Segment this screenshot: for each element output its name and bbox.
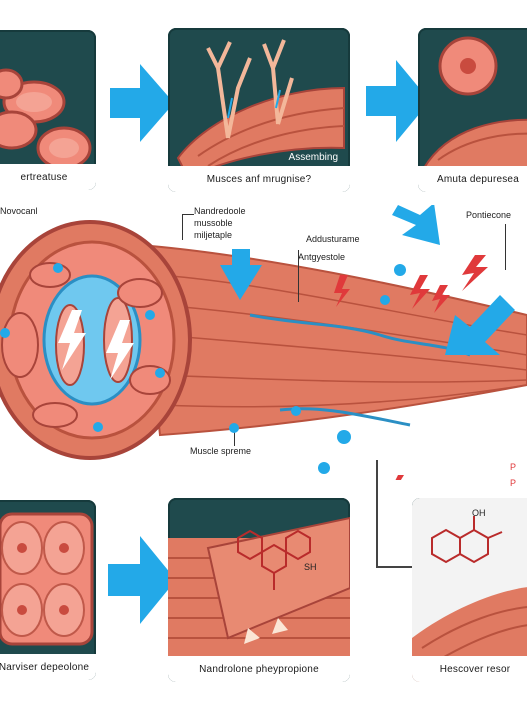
panel-bottom-left: Narviser depeolone bbox=[0, 500, 96, 680]
label-mussoble: mussoble bbox=[194, 218, 233, 228]
label-p-upper: P bbox=[510, 462, 517, 472]
arrow-right-icon bbox=[110, 64, 174, 142]
chem-label-sh: SH bbox=[304, 562, 317, 572]
caption-top-left: ertreatuse bbox=[0, 164, 96, 190]
panel-top-middle: Assembing Musces anf mrugnise? bbox=[168, 28, 350, 192]
caption-bottom-middle: Nandrolone pheypropione bbox=[168, 656, 350, 682]
muscle-nerve-fibers bbox=[176, 39, 345, 180]
label-pontiecone: Pontiecone bbox=[466, 210, 512, 220]
panel-bottom-middle: SH Nandrolone pheypropione bbox=[168, 498, 350, 682]
muscle-cross-section-grid bbox=[0, 512, 94, 646]
leader-line bbox=[298, 250, 299, 302]
label-addusturame: Addusturame bbox=[306, 234, 360, 244]
chem-label-oh: OH bbox=[472, 508, 486, 518]
caption-top-middle: Musces anf mrugnise? bbox=[168, 166, 350, 192]
connector-line bbox=[376, 460, 378, 568]
molecule-and-muscle bbox=[412, 498, 527, 682]
label-p-lower: P bbox=[510, 478, 517, 488]
label-muscle-spreme: Muscle spreme bbox=[190, 446, 252, 456]
caption-bottom-left: Narviser depeolone bbox=[0, 654, 96, 680]
caption-bottom-right: Hescover resor bbox=[412, 656, 527, 682]
muscle-fibers-with-molecule bbox=[168, 516, 350, 658]
label-miljetaple: miljetaple bbox=[194, 230, 233, 240]
panel-bottom-right: OH Hescover resor bbox=[412, 498, 527, 682]
leader-line bbox=[234, 428, 235, 446]
connector-line bbox=[376, 566, 412, 568]
leader-line bbox=[182, 214, 183, 240]
panel-top-right: Amuta depuresea bbox=[418, 28, 527, 192]
label-antgyestole: Antgyestole bbox=[298, 252, 346, 262]
label-novocanl: Novocanl bbox=[0, 206, 38, 216]
panel-label-assembling: Assembing bbox=[288, 152, 338, 163]
label-nandredoole: Nandredoole bbox=[194, 206, 246, 216]
muscle-cell-and-fibers bbox=[422, 36, 527, 169]
panel-top-left: ertreatuse bbox=[0, 30, 96, 190]
pointer-dot-icon bbox=[229, 423, 239, 433]
caption-top-right: Amuta depuresea bbox=[418, 166, 527, 192]
arrow-right-icon bbox=[366, 60, 430, 142]
leader-line bbox=[182, 214, 194, 215]
leader-line bbox=[505, 224, 506, 270]
arrow-right-icon bbox=[108, 536, 176, 624]
muscle-diagram bbox=[0, 205, 527, 480]
